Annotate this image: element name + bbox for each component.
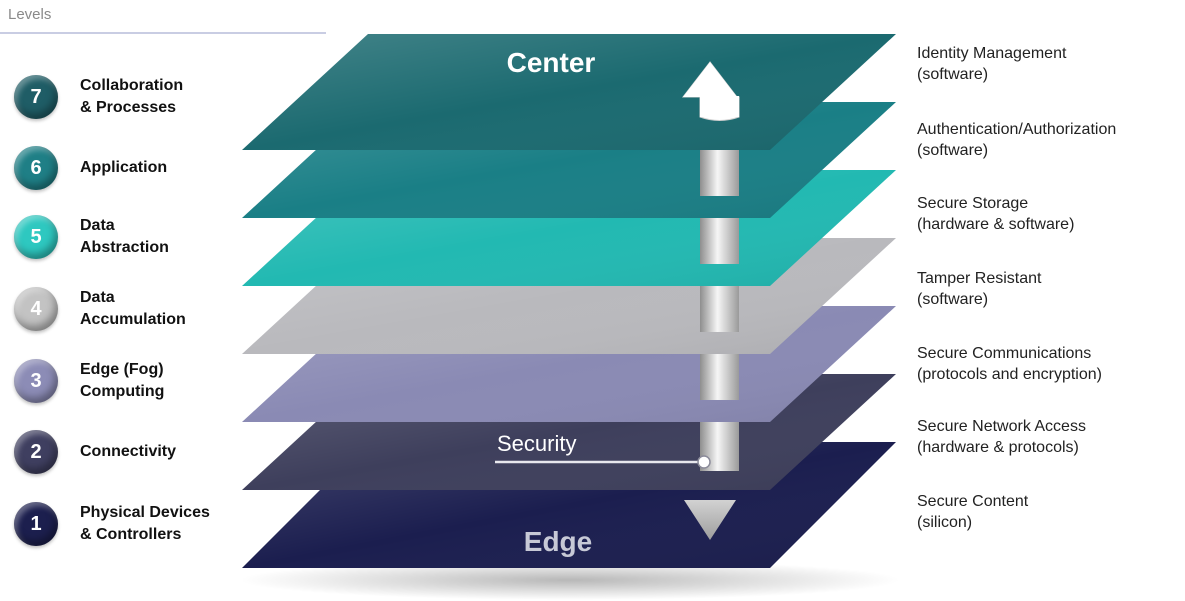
level-7-label: Collaboration & Processes	[80, 75, 280, 119]
description-title: Secure Content	[917, 493, 1029, 510]
description-title: Tamper Resistant	[917, 270, 1042, 287]
level-6-label-line1: Application	[80, 159, 168, 176]
level-7: 7 Collaboration & Processes	[14, 75, 264, 119]
description-subtitle: (protocols and encryption)	[917, 366, 1102, 383]
level-7-label-line2: & Processes	[80, 99, 177, 116]
level-2-badge: 2	[14, 430, 58, 474]
level-7-badge: 7	[14, 75, 58, 119]
level-4: 4 Data Accumulation	[14, 287, 264, 331]
level-5: 5 Data Abstraction	[14, 215, 264, 259]
level-5-badge: 5	[14, 215, 58, 259]
header-divider	[0, 32, 326, 34]
level-1-badge: 1	[14, 502, 58, 546]
level-6: 6 Application	[14, 146, 264, 190]
level-1-label-line2: & Controllers	[80, 526, 182, 543]
level-5-label: Data Abstraction	[80, 215, 280, 259]
level-3-label-line1: Edge (Fog)	[80, 361, 164, 378]
description-tamper-resistant: Tamper Resistant (software)	[917, 268, 1182, 310]
center-label: Center	[507, 47, 596, 78]
level-1: 1 Physical Devices & Controllers	[14, 502, 264, 546]
description-title: Secure Storage	[917, 195, 1029, 212]
arrow-down-icon	[684, 500, 736, 540]
description-title: Secure Network Access	[917, 418, 1086, 435]
level-1-label-line1: Physical Devices	[80, 504, 210, 521]
level-4-label: Data Accumulation	[80, 287, 280, 331]
description-identity-management: Identity Management (software)	[917, 43, 1182, 85]
description-secure-communications: Secure Communications (protocols and enc…	[917, 343, 1182, 385]
description-subtitle: (software)	[917, 66, 989, 83]
description-secure-storage: Secure Storage (hardware & software)	[917, 193, 1182, 235]
arrow-up-head	[683, 62, 737, 97]
level-5-label-line1: Data	[80, 217, 115, 234]
level-3-label-line2: Computing	[80, 383, 165, 400]
description-title: Secure Communications	[917, 345, 1092, 362]
level-4-badge: 4	[14, 287, 58, 331]
edge-label: Edge	[524, 526, 592, 557]
description-authentication: Authentication/Authorization (software)	[917, 119, 1182, 161]
description-subtitle: (software)	[917, 291, 989, 308]
level-2-label-line1: Connectivity	[80, 443, 177, 460]
level-2: 2 Connectivity	[14, 430, 264, 474]
shaft-segment-5	[700, 218, 739, 264]
description-title: Identity Management	[917, 45, 1067, 62]
arrow-up-stem	[700, 96, 739, 117]
level-6-label: Application	[80, 157, 280, 179]
description-secure-network-access: Secure Network Access (hardware & protoc…	[917, 416, 1182, 458]
security-pointer-dot	[697, 455, 711, 469]
description-subtitle: (software)	[917, 142, 989, 159]
security-label: Security	[497, 431, 576, 456]
description-title: Authentication/Authorization	[917, 121, 1117, 138]
shaft-segment-3	[700, 354, 739, 400]
level-5-label-line2: Abstraction	[80, 239, 169, 256]
level-7-label-line1: Collaboration	[80, 77, 184, 94]
level-3-badge: 3	[14, 359, 58, 403]
layer-7-shine	[242, 34, 896, 150]
level-6-badge: 6	[14, 146, 58, 190]
description-subtitle: (silicon)	[917, 514, 973, 531]
level-4-label-line2: Accumulation	[80, 311, 186, 328]
shaft-segment-6	[700, 150, 739, 196]
shaft-segment-4	[700, 286, 739, 332]
description-secure-content: Secure Content (silicon)	[917, 491, 1182, 533]
levels-header: Levels	[8, 6, 52, 23]
level-4-label-line1: Data	[80, 289, 115, 306]
level-2-label: Connectivity	[80, 441, 280, 463]
level-1-label: Physical Devices & Controllers	[80, 502, 280, 546]
description-subtitle: (hardware & protocols)	[917, 439, 1079, 456]
level-3: 3 Edge (Fog) Computing	[14, 359, 264, 403]
stack-shadow	[240, 560, 900, 600]
description-subtitle: (hardware & software)	[917, 216, 1075, 233]
level-3-label: Edge (Fog) Computing	[80, 359, 280, 403]
